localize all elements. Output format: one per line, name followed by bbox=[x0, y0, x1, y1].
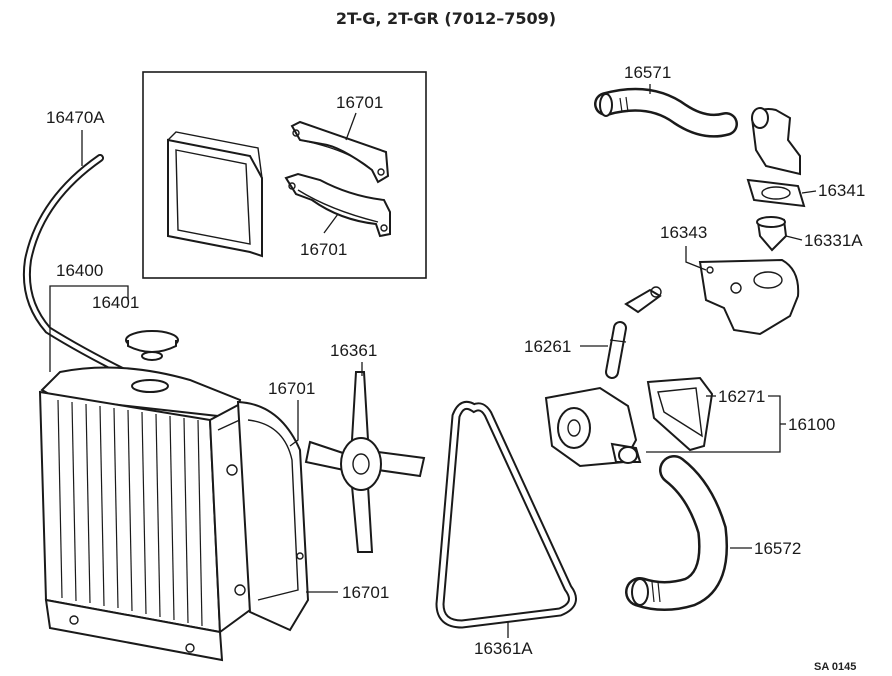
inset-shroud-lower bbox=[284, 172, 391, 238]
label-16470a: 16470A bbox=[46, 108, 105, 127]
label-16701-inset-top: 16701 bbox=[336, 93, 383, 112]
diagram-code: SA 0145 bbox=[814, 661, 856, 673]
lower-hose-part bbox=[625, 455, 728, 611]
overflow-hose-part bbox=[22, 154, 128, 376]
water-pump-part bbox=[544, 386, 642, 468]
inset-shroud-upper bbox=[290, 120, 390, 184]
water-pump-gasket-part bbox=[646, 376, 714, 452]
fan-shroud-part bbox=[236, 400, 310, 632]
v-belt-part bbox=[435, 400, 577, 629]
label-16361: 16361 bbox=[330, 341, 377, 360]
label-16572: 16572 bbox=[754, 539, 801, 558]
thermostat-part bbox=[756, 216, 788, 252]
bypass-hose-part bbox=[605, 321, 627, 379]
label-16343: 16343 bbox=[660, 223, 707, 242]
radiator-core-fins bbox=[57, 399, 203, 627]
inset-shroud-frame bbox=[167, 131, 263, 258]
upper-hose-part bbox=[594, 87, 738, 138]
radiator-cap-part bbox=[125, 330, 179, 361]
cooling-fan-part bbox=[304, 371, 426, 553]
water-outlet-housing-part bbox=[698, 258, 800, 336]
label-16271: 16271 bbox=[718, 387, 765, 406]
label-16100: 16100 bbox=[788, 415, 835, 434]
radiator-part bbox=[38, 366, 252, 662]
label-16401: 16401 bbox=[92, 293, 139, 312]
label-16701-shroud-top: 16701 bbox=[268, 379, 315, 398]
label-16261: 16261 bbox=[524, 337, 571, 356]
label-16361a: 16361A bbox=[474, 639, 533, 658]
shroud-inset-box bbox=[142, 71, 427, 279]
bypass-pipe-fitting-part bbox=[624, 286, 662, 314]
water-outlet-part bbox=[750, 107, 801, 176]
label-16701-shroud-bottom: 16701 bbox=[342, 583, 389, 602]
label-16571: 16571 bbox=[624, 63, 671, 82]
label-16341: 16341 bbox=[818, 181, 865, 200]
thermostat-gasket-part bbox=[746, 178, 806, 208]
label-16331a: 16331A bbox=[804, 231, 863, 250]
label-16400: 16400 bbox=[56, 261, 103, 280]
label-16701-inset-bottom: 16701 bbox=[300, 240, 347, 259]
diagram-title: 2T-G, 2T-GR (7012–7509) bbox=[336, 9, 556, 28]
